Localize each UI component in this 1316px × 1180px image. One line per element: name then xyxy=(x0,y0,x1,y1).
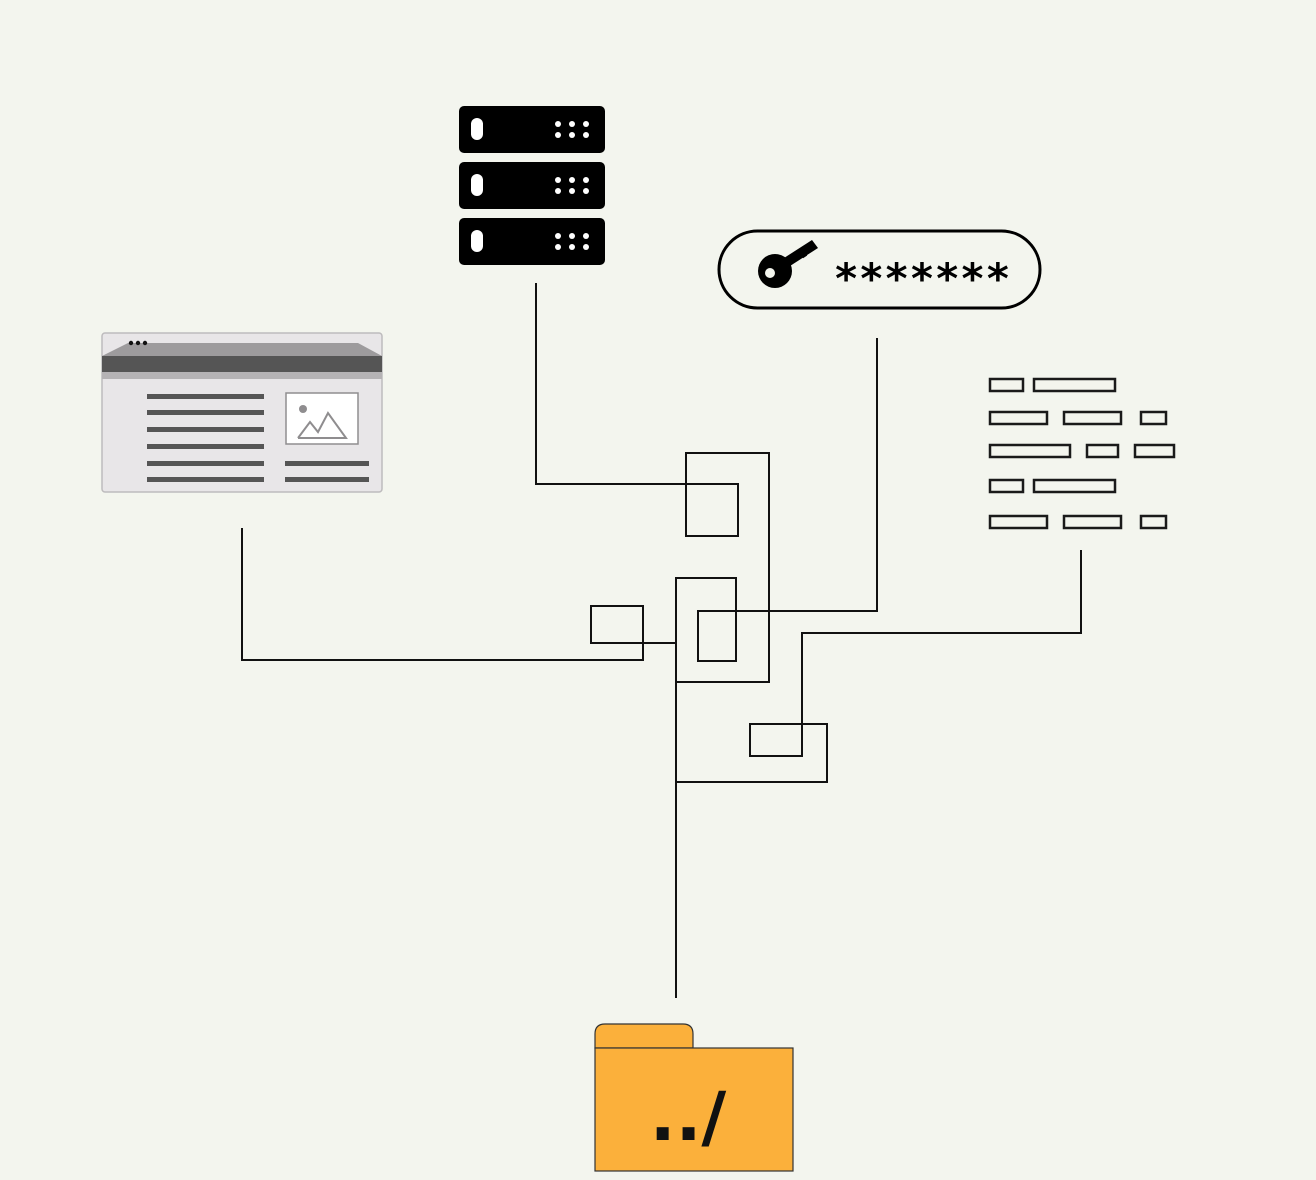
server-unit xyxy=(459,218,605,265)
browser-connector xyxy=(241,528,676,661)
server-rack-icon xyxy=(459,106,605,265)
window-dots xyxy=(128,340,148,346)
server-unit xyxy=(459,106,605,153)
password-field: ******* xyxy=(717,229,1042,310)
masked-password-text: ******* xyxy=(833,254,1010,303)
folder-label: ../ xyxy=(650,1078,727,1157)
connection-lines xyxy=(241,283,1082,998)
server-unit xyxy=(459,162,605,209)
text-lines-icon xyxy=(988,377,1176,530)
browser-window-icon xyxy=(101,332,383,493)
server-connector xyxy=(535,283,878,683)
image-placeholder-icon xyxy=(285,392,359,445)
folder-icon: ../ xyxy=(594,1023,794,1172)
text-doc-connector xyxy=(676,550,1082,783)
key-icon xyxy=(758,240,818,288)
text-lines xyxy=(147,394,369,482)
